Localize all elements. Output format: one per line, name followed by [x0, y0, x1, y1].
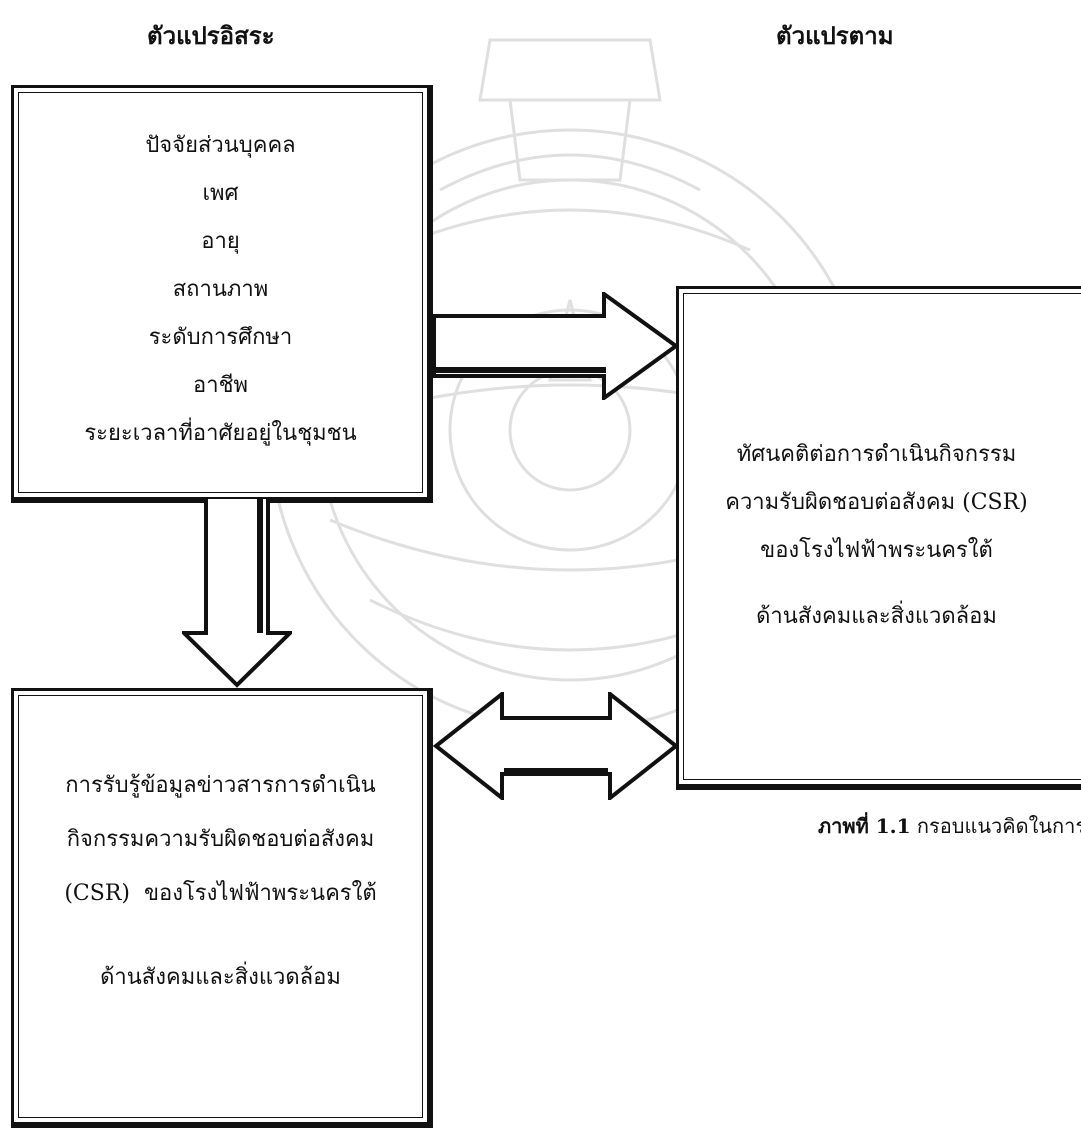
attitude-line-2: ความรับผิดชอบต่อสังคม (CSR): [725, 490, 1028, 515]
attitude-line-5: ด้านสังคมและสิ่งแวดล้อม: [756, 604, 997, 629]
dependent-variable-heading: ตัวแปรตาม: [776, 21, 894, 50]
arrow-right-icon: [432, 292, 680, 400]
figure-caption-label: ภาพที่ 1.1: [818, 814, 911, 838]
perception-text: การรับรู้ข้อมูลข่าวสารการดำเนิน กิจกรรมค…: [14, 759, 427, 1005]
perception-line-5: ด้านสังคมและสิ่งแวดล้อม: [100, 965, 341, 990]
arrow-down-icon: [182, 499, 292, 688]
factor-length-of-residence: ระยะเวลาที่อาศัยอยู่ในชุมชน: [84, 421, 357, 446]
attitude-line-3: ของโรงไฟฟ้าพระนครใต้: [760, 538, 993, 563]
factor-sex: เพศ: [202, 181, 239, 206]
perception-line-3: (CSR) ของโรงไฟฟ้าพระนครใต้: [64, 881, 377, 906]
attitude-line-1: ทัศนคติต่อการดำเนินกิจกรรม: [736, 442, 1017, 467]
arrow-left-right-icon: [432, 692, 680, 800]
attitude-box: ทัศนคติต่อการดำเนินกิจกรรม ความรับผิดชอบ…: [676, 286, 1081, 790]
factor-education-level: ระดับการศึกษา: [148, 325, 293, 350]
personal-factors-box: ปัจจัยส่วนบุคคล เพศ อายุ สถานภาพ ระดับกา…: [11, 85, 433, 503]
personal-factors-title: ปัจจัยส่วนบุคคล: [145, 133, 296, 158]
perception-line-2: กิจกรรมความรับผิดชอบต่อสังคม: [66, 827, 375, 852]
figure-caption: ภาพที่ 1.1 กรอบแนวคิดในการวิจั: [818, 810, 1081, 842]
attitude-text: ทัศนคติต่อการดำเนินกิจกรรม ความรับผิดชอบ…: [679, 431, 1074, 641]
perception-line-1: การรับรู้ข้อมูลข่าวสารการดำเนิน: [65, 773, 376, 798]
figure-caption-text: กรอบแนวคิดในการวิจั: [916, 814, 1081, 838]
perception-spacer: [14, 921, 427, 951]
factor-age: อายุ: [201, 229, 240, 254]
factor-occupation: อาชีพ: [193, 373, 248, 398]
personal-factors-text: ปัจจัยส่วนบุคคล เพศ อายุ สถานภาพ ระดับกา…: [14, 122, 427, 458]
factor-marital-status: สถานภาพ: [172, 277, 269, 302]
independent-variable-heading: ตัวแปรอิสระ: [147, 21, 275, 50]
perception-box: การรับรู้ข้อมูลข่าวสารการดำเนิน กิจกรรมค…: [11, 688, 433, 1128]
